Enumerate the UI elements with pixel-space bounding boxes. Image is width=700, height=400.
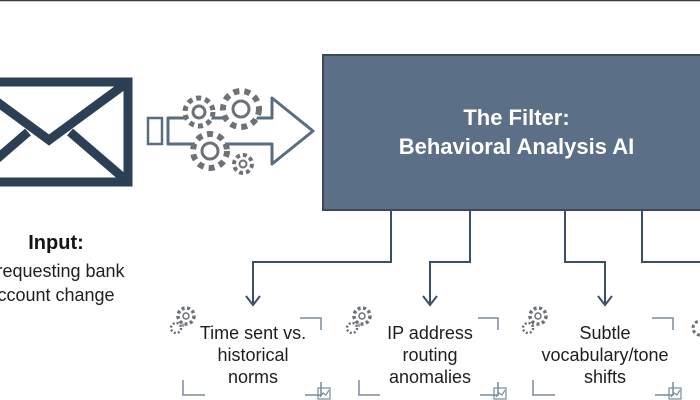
gear-icon <box>220 88 262 130</box>
signal-card-line1: Subtle <box>579 323 631 343</box>
gear-icon <box>352 306 372 326</box>
gear-icon <box>182 95 216 129</box>
gear-icon <box>232 153 254 175</box>
filter-box <box>322 54 700 211</box>
signal-card-line3: norms <box>227 367 278 387</box>
signal-card-line2: historical <box>217 345 289 365</box>
signal-card-line1: IP address <box>387 323 473 343</box>
connector-arrowheads <box>245 295 613 307</box>
signal-card-line2: routing <box>402 345 458 365</box>
input-description-line1: l requesting bank <box>0 261 125 281</box>
signal-card-line3: shifts <box>583 367 626 387</box>
input-description: l requesting bank ccount change <box>0 259 166 307</box>
chart-icon <box>668 387 682 400</box>
filter-title: The Filter: Behavioral Analysis AI <box>323 103 700 161</box>
gear-icon <box>345 321 359 335</box>
chart-icon <box>317 387 331 400</box>
signal-card-1: Time sent vs. historical norms <box>190 322 316 388</box>
filter-title-line2: Behavioral Analysis AI <box>398 134 635 159</box>
connectors <box>252 210 700 303</box>
gear-icon <box>528 306 548 326</box>
gear-icon <box>521 321 535 335</box>
gear-icon <box>176 306 196 326</box>
filter-title-line1: The Filter: <box>463 105 570 130</box>
input-title: Input: <box>28 232 84 254</box>
chart-icon <box>493 387 507 400</box>
gear-icon <box>190 131 230 171</box>
signal-card-line2: vocabulary/tone <box>541 345 669 365</box>
envelope-icon <box>0 77 133 187</box>
signal-card-line1: Time sent vs. <box>199 323 307 343</box>
gear-icon <box>169 321 183 335</box>
signal-card-2: IP address routing anomalies <box>367 322 493 388</box>
gear-icon <box>691 319 700 337</box>
input-description-line2: ccount change <box>0 285 115 305</box>
signal-card-3: Subtle vocabulary/tone shifts <box>535 322 675 388</box>
arrow-right-icon <box>146 96 315 166</box>
signal-card-line3: anomalies <box>388 367 472 387</box>
